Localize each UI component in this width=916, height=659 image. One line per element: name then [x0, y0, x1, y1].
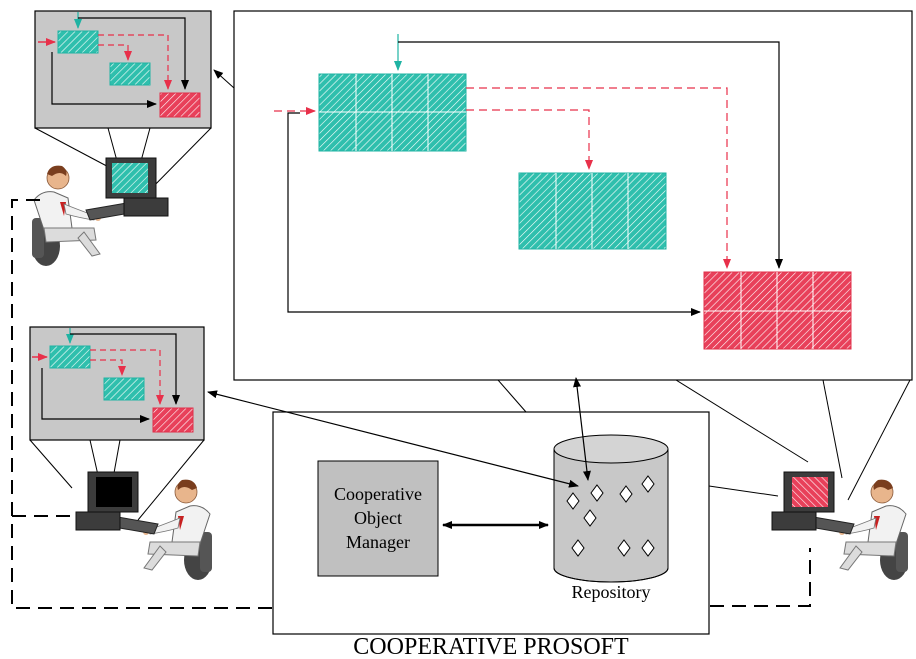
red-block [703, 271, 852, 350]
black-arrow [398, 41, 783, 269]
database-cylinder-icon [553, 434, 669, 583]
manager-label-3: Manager [346, 532, 410, 552]
screen-link-line [822, 379, 843, 479]
manager-label-1: Cooperative [334, 484, 422, 504]
screen-link-arrow [213, 69, 235, 89]
screen-link-line [29, 439, 73, 489]
red-dashed-arrow [466, 87, 731, 269]
screen-link-line [137, 439, 205, 521]
manager-label-2: Object [354, 508, 402, 528]
person-at-computer-icon [31, 157, 169, 267]
repository-link-arrow [207, 390, 579, 488]
repository-label: Repository [572, 582, 651, 602]
network-dashed-line [710, 548, 811, 607]
teal-block-middle [518, 172, 667, 250]
diamond-object-icon [566, 475, 655, 557]
screen-link-line [675, 379, 809, 463]
small-screen-bottom [29, 326, 205, 441]
small-screen-top [34, 10, 212, 129]
screen-link-line [34, 127, 119, 173]
network-dashed-line [11, 199, 272, 609]
black-arrow [287, 112, 701, 316]
repository-link-line [708, 485, 779, 497]
person-at-computer-icon [75, 471, 213, 581]
person-at-computer-icon [771, 471, 909, 581]
red-dashed-arrow [466, 109, 593, 170]
teal-block-large [318, 73, 467, 152]
diagram-title: COOPERATIVE PROSOFT [353, 634, 629, 659]
screen-link-line [847, 379, 911, 501]
